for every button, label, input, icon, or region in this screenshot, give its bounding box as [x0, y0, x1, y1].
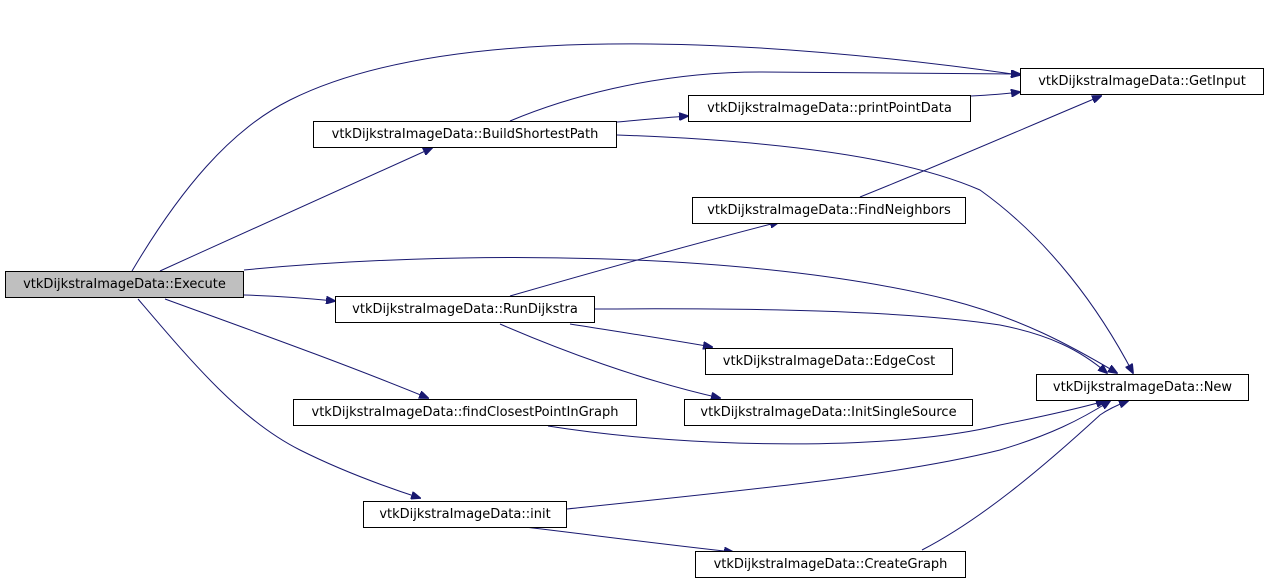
edge-build-shortest-path-get-input [509, 72, 1020, 122]
node-edge-cost[interactable]: vtkDijkstraImageData::EdgeCost [705, 348, 953, 375]
node-execute[interactable]: vtkDijkstraImageData::Execute [5, 271, 244, 298]
node-init-single-source[interactable]: vtkDijkstraImageData::InitSingleSource [684, 399, 973, 426]
node-find-closest-point[interactable]: vtkDijkstraImageData::findClosestPointIn… [293, 399, 637, 426]
node-new[interactable]: vtkDijkstraImageData::New [1036, 374, 1249, 401]
edge-find-closest-point-new [547, 401, 1105, 445]
edge-print-point-data-get-input [970, 92, 1020, 96]
edge-run-dijkstra-find-neighbors [509, 222, 779, 297]
edge-execute-init [137, 298, 420, 498]
edge-run-dijkstra-new [594, 308, 1107, 373]
edge-find-neighbors-get-input [859, 96, 1101, 198]
node-build-shortest-path[interactable]: vtkDijkstraImageData::BuildShortestPath [313, 121, 617, 148]
edge-execute-new [243, 257, 1117, 373]
edge-execute-build-shortest-path [159, 148, 432, 272]
edge-run-dijkstra-init-single-source [499, 323, 720, 398]
edge-build-shortest-path-new [616, 134, 1133, 373]
edge-execute-find-closest-point [164, 298, 428, 398]
node-init[interactable]: vtkDijkstraImageData::init [363, 501, 567, 528]
edge-create-graph-new [921, 401, 1128, 551]
edge-run-dijkstra-edge-cost [569, 323, 712, 347]
edge-build-shortest-path-print-point-data [616, 116, 688, 123]
node-run-dijkstra[interactable]: vtkDijkstraImageData::RunDijkstra [335, 296, 595, 323]
node-get-input[interactable]: vtkDijkstraImageData::GetInput [1020, 68, 1264, 95]
node-create-graph[interactable]: vtkDijkstraImageData::CreateGraph [695, 551, 966, 578]
edge-init-create-graph [524, 526, 733, 552]
edge-execute-get-input [131, 43, 1020, 272]
edge-init-new [566, 401, 1110, 510]
node-print-point-data[interactable]: vtkDijkstraImageData::printPointData [688, 95, 971, 122]
edge-execute-run-dijkstra [243, 294, 335, 301]
node-find-neighbors[interactable]: vtkDijkstraImageData::FindNeighbors [692, 197, 966, 224]
